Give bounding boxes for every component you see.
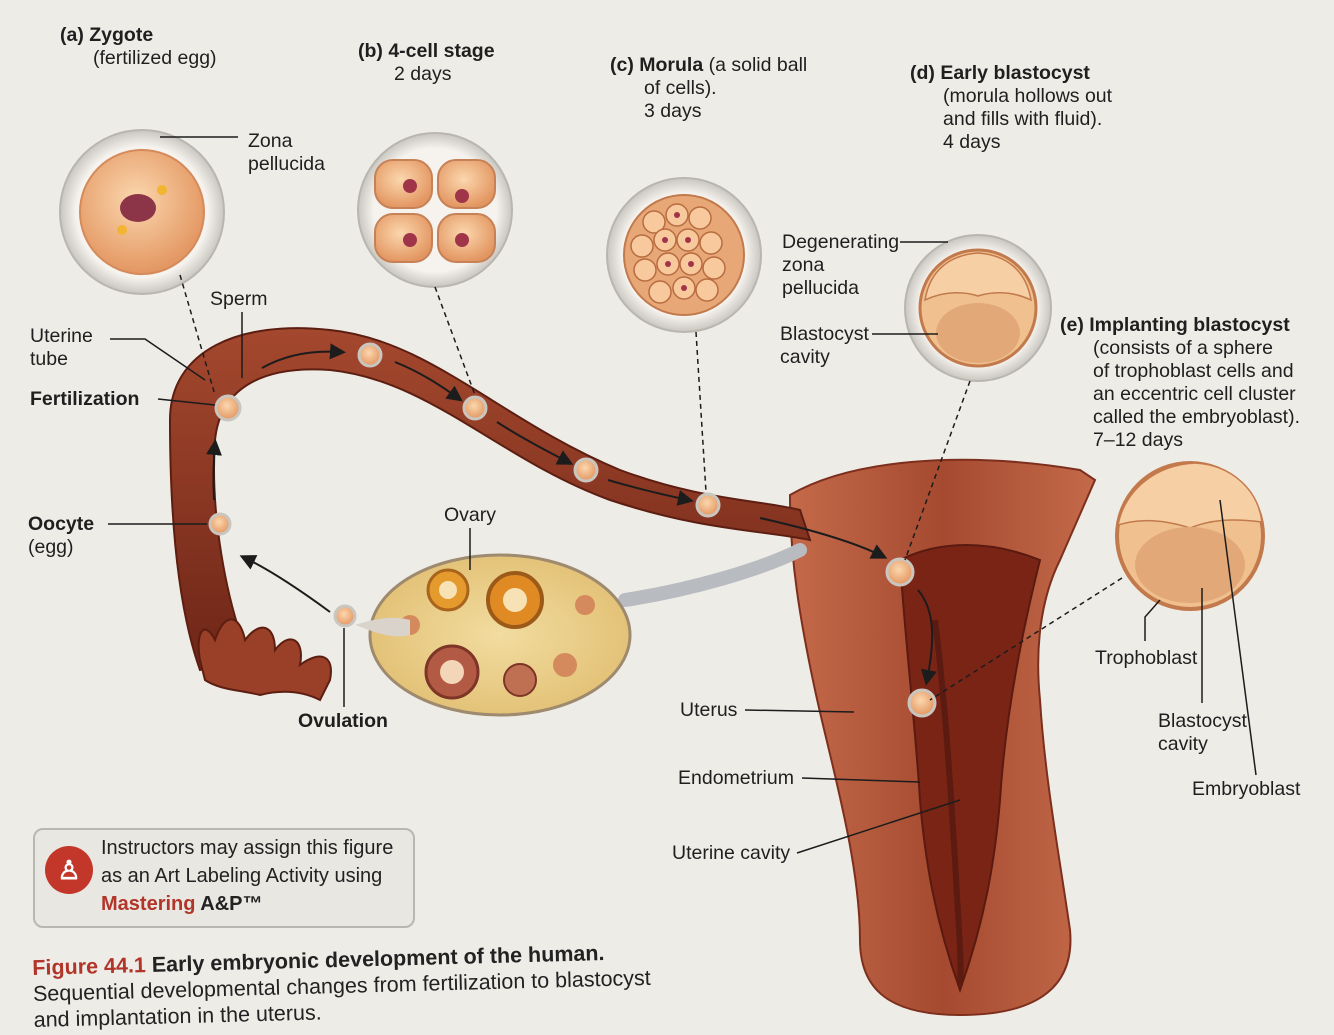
note-line-2: as an Art Labeling Activity using	[101, 862, 401, 890]
stage-a-title: (a) Zygote (fertilized egg)	[60, 24, 217, 70]
stage-c-detail-3: 3 days	[610, 100, 807, 123]
stage-d-letter: (d)	[910, 62, 935, 84]
note-line-1: Instructors may assign this figure	[101, 834, 401, 862]
stage-a-detail: (fertilized egg)	[60, 47, 217, 70]
label-trophoblast: Trophoblast	[1095, 647, 1197, 670]
label-oocyte-2: (egg)	[28, 536, 94, 559]
eight-cell-in-tube	[575, 459, 597, 481]
label-degenerating-3: pellucida	[782, 277, 899, 300]
zygote-illustration	[60, 130, 224, 294]
label-blastocyst-cavity-e: Blastocyst cavity	[1158, 710, 1247, 756]
stage-c-letter: (c)	[610, 54, 634, 76]
stage-a-name: Zygote	[89, 24, 153, 46]
label-embryoblast: Embryoblast	[1192, 778, 1300, 801]
label-blastocyst-cavity-d: Blastocyst cavity	[780, 323, 869, 369]
stage-e-name: Implanting blastocyst	[1089, 314, 1289, 336]
label-oocyte: Oocyte (egg)	[28, 513, 94, 559]
morula-illustration	[607, 178, 761, 332]
instructor-person-icon: ♙	[45, 846, 93, 894]
label-blastocyst-cavity-e2: cavity	[1158, 733, 1247, 756]
stage-a-letter: (a)	[60, 24, 84, 46]
note-product: A&P™	[195, 893, 262, 915]
note-text: Instructors may assign this figure as an…	[101, 834, 401, 918]
label-degenerating-zona: Degenerating zona pellucida	[782, 231, 899, 300]
stage-c-detail-1: (a solid ball	[709, 54, 808, 76]
stage-e-title: (e) Implanting blastocyst (consists of a…	[1060, 314, 1300, 452]
figure-number: Figure 44.1	[32, 953, 146, 980]
stage-e-detail-1: (consists of a sphere	[1060, 337, 1300, 360]
art-labeling-note: ♙ Instructors may assign this figure as …	[33, 828, 415, 928]
stage-e-detail-3: an eccentric cell cluster	[1060, 383, 1300, 406]
label-uterus: Uterus	[680, 699, 737, 722]
label-uterine-tube: Uterine tube	[30, 325, 93, 371]
stage-d-title: (d) Early blastocyst (morula hollows out…	[910, 62, 1112, 154]
fertilization-cell	[216, 396, 240, 420]
label-zona-pellucida-1: Zona	[248, 130, 325, 153]
stage-b-letter: (b)	[358, 40, 383, 62]
stage-c-detail-2: of cells).	[610, 77, 807, 100]
stage-b-detail: 2 days	[358, 63, 495, 86]
stage-e-letter: (e)	[1060, 314, 1084, 336]
four-cell-in-tube	[464, 397, 486, 419]
stage-b-name: 4-cell stage	[388, 40, 494, 62]
label-ovulation: Ovulation	[298, 710, 388, 733]
label-degenerating-1: Degenerating	[782, 231, 899, 254]
label-endometrium: Endometrium	[678, 767, 794, 790]
label-zona-pellucida-2: pellucida	[248, 153, 325, 176]
stage-c-name: Morula	[639, 54, 703, 76]
stage-e-detail-5: 7–12 days	[1060, 429, 1300, 452]
stage-d-detail-1: (morula hollows out	[910, 85, 1112, 108]
four-cell-illustration	[358, 133, 512, 287]
implanting-blastocyst-illustration	[1117, 463, 1263, 609]
stage-e-detail-2: of trophoblast cells and	[1060, 360, 1300, 383]
implanting-in-uterus	[909, 690, 935, 716]
label-fertilization: Fertilization	[30, 388, 139, 411]
label-zona-pellucida: Zona pellucida	[248, 130, 325, 176]
stage-b-title: (b) 4-cell stage 2 days	[358, 40, 495, 86]
label-sperm: Sperm	[210, 288, 267, 311]
label-degenerating-2: zona	[782, 254, 899, 277]
stage-d-detail-3: 4 days	[910, 131, 1112, 154]
note-brand: Mastering	[101, 893, 195, 915]
note-line-3: Mastering A&P™	[101, 893, 263, 915]
label-ovary: Ovary	[444, 504, 496, 527]
label-blastocyst-cavity-e1: Blastocyst	[1158, 710, 1247, 733]
label-uterine-tube-2: tube	[30, 348, 93, 371]
morula-in-tube	[697, 494, 719, 516]
early-blastocyst-illustration	[905, 235, 1051, 381]
label-blastocyst-cavity-d1: Blastocyst	[780, 323, 869, 346]
stage-d-detail-2: and fills with fluid).	[910, 108, 1112, 131]
label-uterine-tube-1: Uterine	[30, 325, 93, 348]
label-oocyte-1: Oocyte	[28, 513, 94, 536]
label-blastocyst-cavity-d2: cavity	[780, 346, 869, 369]
ovulated-oocyte	[335, 606, 355, 626]
two-cell-in-tube	[359, 344, 381, 366]
oocyte-in-tube	[210, 514, 230, 534]
stage-c-title: (c) Morula (a solid ball of cells). 3 da…	[610, 54, 807, 123]
label-uterine-cavity: Uterine cavity	[672, 842, 790, 865]
stage-d-name: Early blastocyst	[940, 62, 1090, 84]
stage-e-detail-4: called the embryoblast).	[1060, 406, 1300, 429]
blastocyst-in-uterus	[887, 559, 913, 585]
